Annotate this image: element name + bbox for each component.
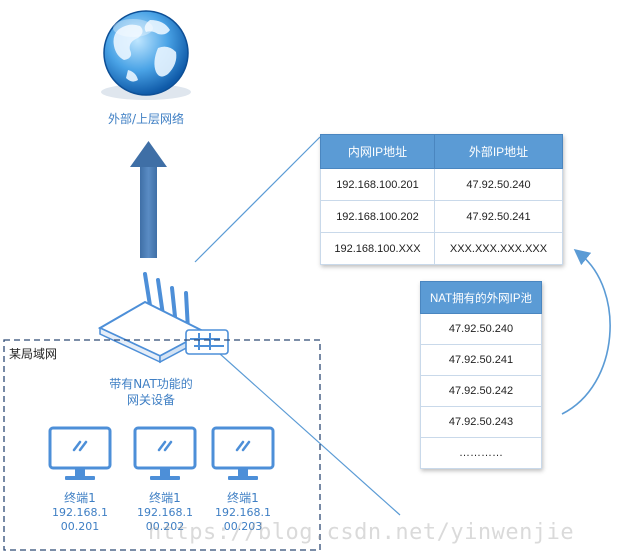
monitor-icon [133,426,197,480]
column-header-external-ip: 外部IP地址 [433,134,564,169]
terminal-1: 终端1 192.168.1 00.201 [40,489,120,534]
table-cell: 47.92.50.240 [433,168,564,201]
curved-arrow [561,248,611,415]
table-cell: 47.92.50.241 [433,200,564,233]
ip-pool-item: ………… [420,437,542,469]
table-header-row: NAT拥有的外网IP池 [420,281,542,314]
table-cell: 192.168.100.201 [320,168,435,201]
external-network-label: 外部/上层网络 [107,112,185,126]
lan-boundary [3,339,321,551]
table-row: 192.168.100.202 47.92.50.241 [320,200,564,233]
upload-arrow [130,141,167,258]
monitor-icon [48,426,112,480]
terminal-ip-line1: 192.168.1 [215,506,271,519]
terminal-3: 终端1 192.168.1 00.203 [203,489,283,534]
connector-line [194,136,321,263]
table-cell: 192.168.100.XXX [320,232,435,265]
column-header-internal-ip: 内网IP地址 [320,134,435,169]
list-item: 47.92.50.242 [420,375,542,407]
terminal-ip-line1: 192.168.1 [52,506,108,519]
gateway-label-line1: 带有NAT功能的 [109,377,193,391]
list-item: 47.92.50.240 [420,313,542,345]
terminal-name: 终端1 [227,491,259,505]
watermark: https://blog.csdn.net/yinwenjie [148,520,575,545]
monitor-icon [211,426,275,480]
list-item: ………… [420,437,542,469]
table-cell: 192.168.100.202 [320,200,435,233]
table-header-row: 内网IP地址 外部IP地址 [320,134,564,169]
terminal-name: 终端1 [64,491,96,505]
terminal-2: 终端1 192.168.1 00.202 [125,489,205,534]
ip-pool-header: NAT拥有的外网IP池 [420,281,542,314]
globe-icon [101,10,191,100]
ip-pool-item: 47.92.50.243 [420,406,542,438]
terminal-ip-line2: 00.201 [60,520,100,533]
terminal-ip-line2: 00.203 [223,520,263,533]
gateway-label: 带有NAT功能的 网关设备 [96,376,206,408]
list-item: 47.92.50.241 [420,344,542,376]
ip-pool-item: 47.92.50.240 [420,313,542,345]
list-item: 47.92.50.243 [420,406,542,438]
ip-pool-item: 47.92.50.242 [420,375,542,407]
terminal-ip-line2: 00.202 [145,520,185,533]
ip-pool-item: 47.92.50.241 [420,344,542,376]
terminal-ip-line1: 192.168.1 [137,506,193,519]
table-cell: XXX.XXX.XXX.XXX [433,232,564,265]
table-row: 192.168.100.XXX XXX.XXX.XXX.XXX [320,232,564,265]
table-row: 192.168.100.201 47.92.50.240 [320,168,564,201]
connector-line [209,344,401,516]
terminal-name: 终端1 [149,491,181,505]
router-icon [97,272,229,364]
gateway-label-line2: 网关设备 [126,393,175,407]
lan-title: 某局域网 [9,347,58,361]
ip-pool-table: NAT拥有的外网IP池 47.92.50.240 47.92.50.241 47… [420,281,542,469]
nat-mapping-table: 内网IP地址 外部IP地址 192.168.100.201 47.92.50.2… [320,134,564,265]
